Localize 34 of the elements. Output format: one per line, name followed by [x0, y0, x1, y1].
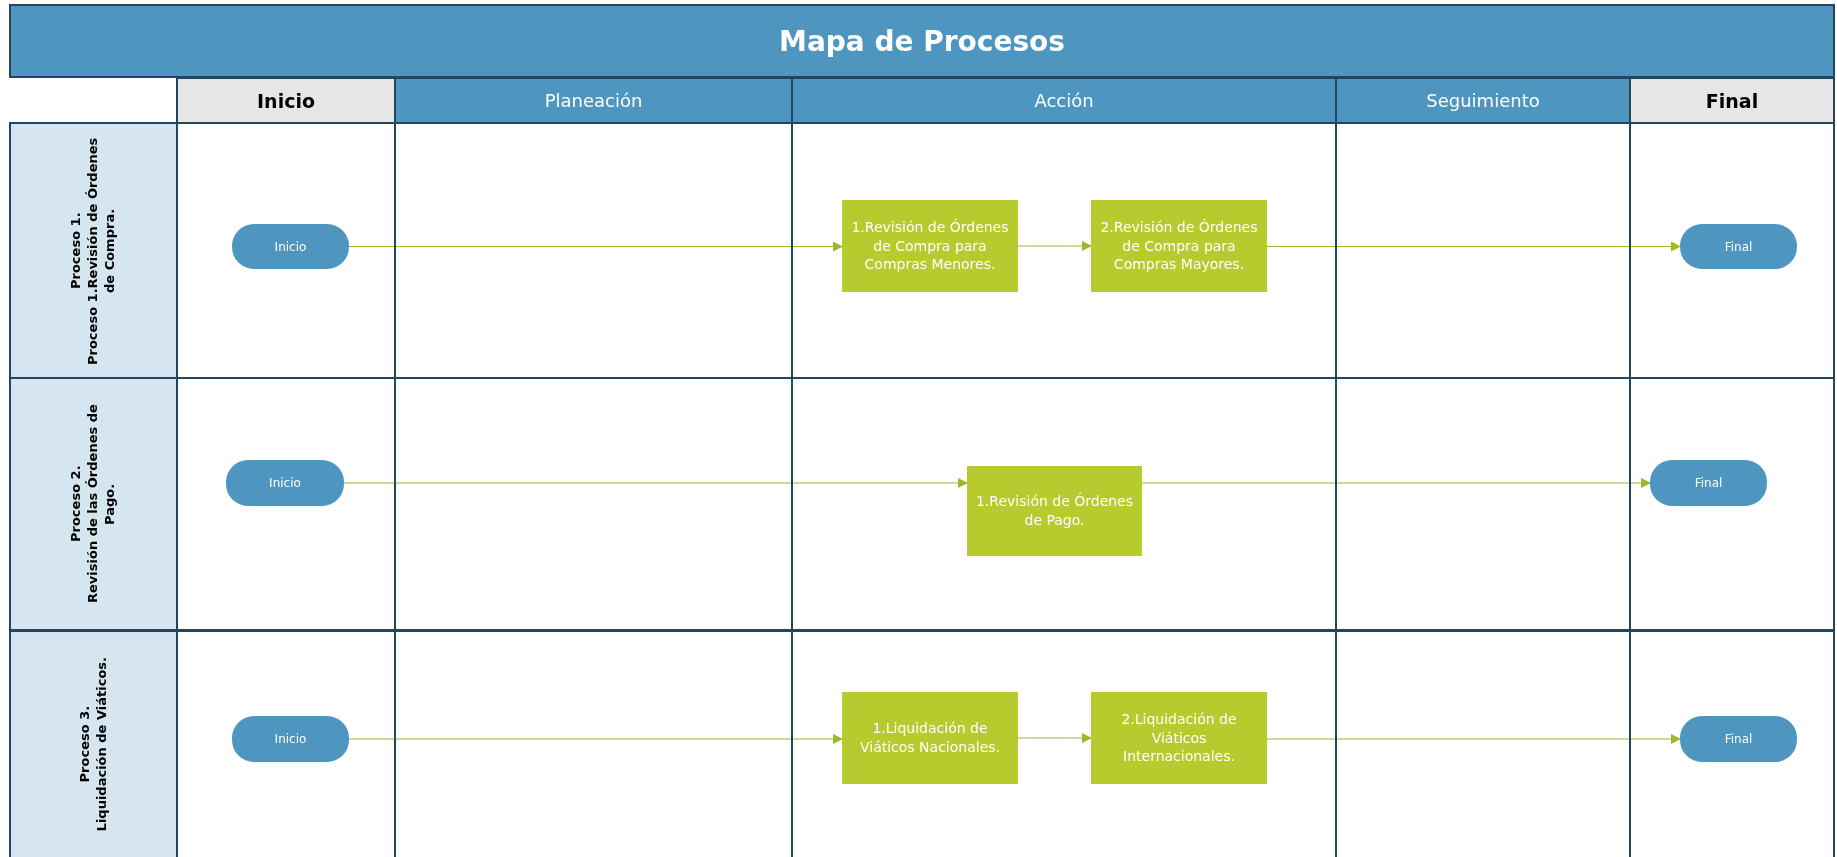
column-header: Final — [1629, 77, 1835, 124]
arrow — [343, 478, 968, 488]
title-band: Mapa de Procesos — [9, 4, 1835, 78]
column-header: Inicio — [176, 77, 396, 124]
swimlane — [9, 377, 1835, 631]
arrow — [348, 241, 843, 252]
column-header: Planeación — [394, 77, 793, 124]
lane-title: Revisión de las Órdenes de Pago. — [85, 403, 118, 606]
lane-number: Proceso 3. — [76, 706, 93, 783]
arrow — [1141, 478, 1651, 488]
process-box: 2.Revisión de Órdenes de Compra para Compras Mayores. — [1091, 200, 1267, 292]
arrow — [1266, 734, 1681, 744]
lane-title: Liquidación de Viáticos. — [93, 657, 110, 832]
lane-number: Proceso 1. — [68, 212, 85, 289]
terminator-pill: Final — [1650, 460, 1767, 506]
arrow — [1017, 733, 1092, 743]
arrow — [1266, 241, 1681, 252]
column-header: Acción — [791, 77, 1337, 124]
arrow — [348, 734, 843, 744]
arrow — [1017, 241, 1092, 251]
terminator-pill: Inicio — [226, 460, 344, 506]
terminator-pill: Final — [1680, 716, 1797, 762]
process-box: 1.Revisión de Órdenes de Pago. — [967, 466, 1142, 556]
swimlane — [9, 122, 1835, 379]
process-box: 2.Liquidación de Viáticos Internacionales. — [1091, 692, 1267, 784]
column-header: Seguimiento — [1335, 77, 1631, 124]
lane-title: Proceso 1.Revisión de Órdenes de Compra. — [85, 135, 118, 367]
process-box: 1.Liquidación de Viáticos Nacionales. — [842, 692, 1018, 784]
process-box: 1.Revisión de Órdenes de Compra para Compras Menores. — [842, 200, 1018, 292]
lane-number: Proceso 2. — [68, 465, 85, 543]
terminator-pill: Inicio — [232, 224, 349, 269]
swimlane — [9, 630, 1835, 857]
terminator-pill: Inicio — [232, 716, 349, 762]
terminator-pill: Final — [1680, 224, 1797, 269]
